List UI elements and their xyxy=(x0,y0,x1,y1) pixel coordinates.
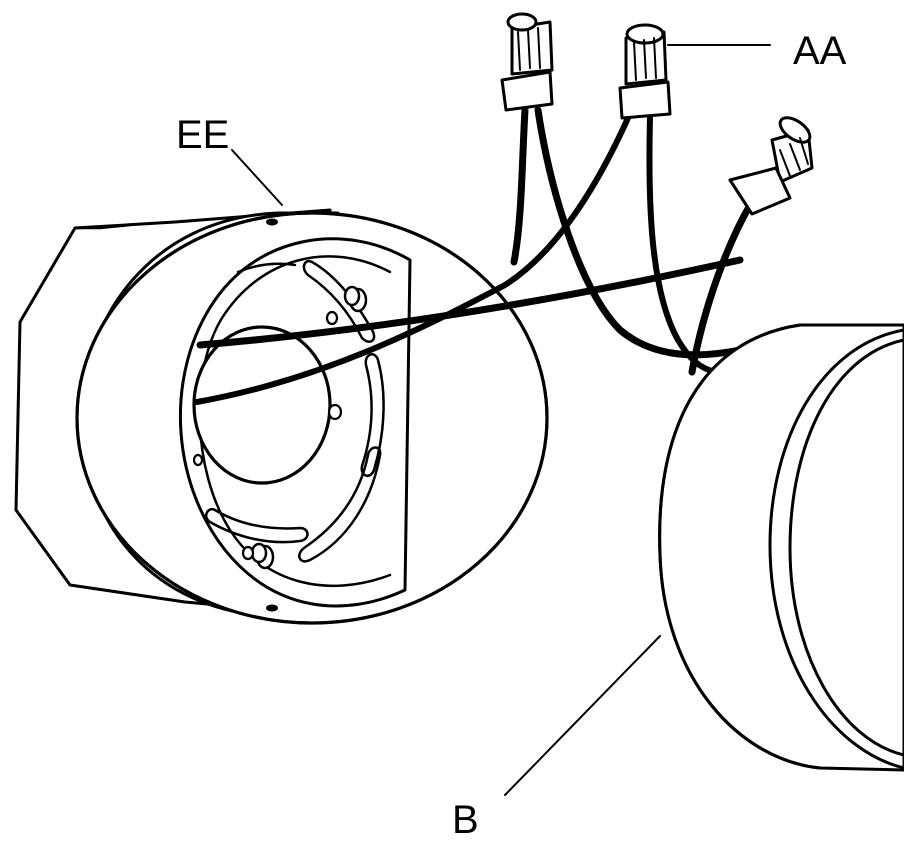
slot-right xyxy=(360,353,385,478)
slot-bottom xyxy=(298,446,382,563)
wire-white-box xyxy=(198,258,742,347)
hole-small-1 xyxy=(327,403,343,421)
wire-white-fixture xyxy=(536,108,742,357)
wire-white-1 xyxy=(512,108,527,264)
wire-nut-right xyxy=(728,116,814,216)
wire-white-ground xyxy=(690,203,752,374)
wire-nut-middle xyxy=(618,23,672,120)
hole-small-2 xyxy=(325,310,339,326)
label-aa: AA xyxy=(793,29,847,73)
label-b: B xyxy=(452,798,479,841)
wire-black-box xyxy=(194,115,631,405)
slot-lower-left xyxy=(204,507,309,544)
rim-notch-bottom xyxy=(266,604,278,612)
slot-upper-left xyxy=(236,262,297,274)
screw-bottom xyxy=(250,542,275,570)
wire-nut-left xyxy=(500,12,554,112)
fixture-rim-outer xyxy=(768,328,904,770)
wires xyxy=(194,106,754,405)
leader-ee xyxy=(231,149,283,206)
junction-box-edge xyxy=(73,223,132,230)
outlet-box xyxy=(14,208,549,625)
wire-black-fixture xyxy=(646,115,718,375)
leader-b xyxy=(504,635,661,796)
fixture-b xyxy=(658,323,904,772)
rim-notch-top xyxy=(266,218,278,226)
label-ee: EE xyxy=(176,113,229,157)
hole-small-3 xyxy=(241,545,255,561)
hole-small-4 xyxy=(192,453,204,467)
center-hole xyxy=(192,325,332,485)
screw-top xyxy=(343,285,368,313)
fixture-rim-inner xyxy=(788,338,904,757)
